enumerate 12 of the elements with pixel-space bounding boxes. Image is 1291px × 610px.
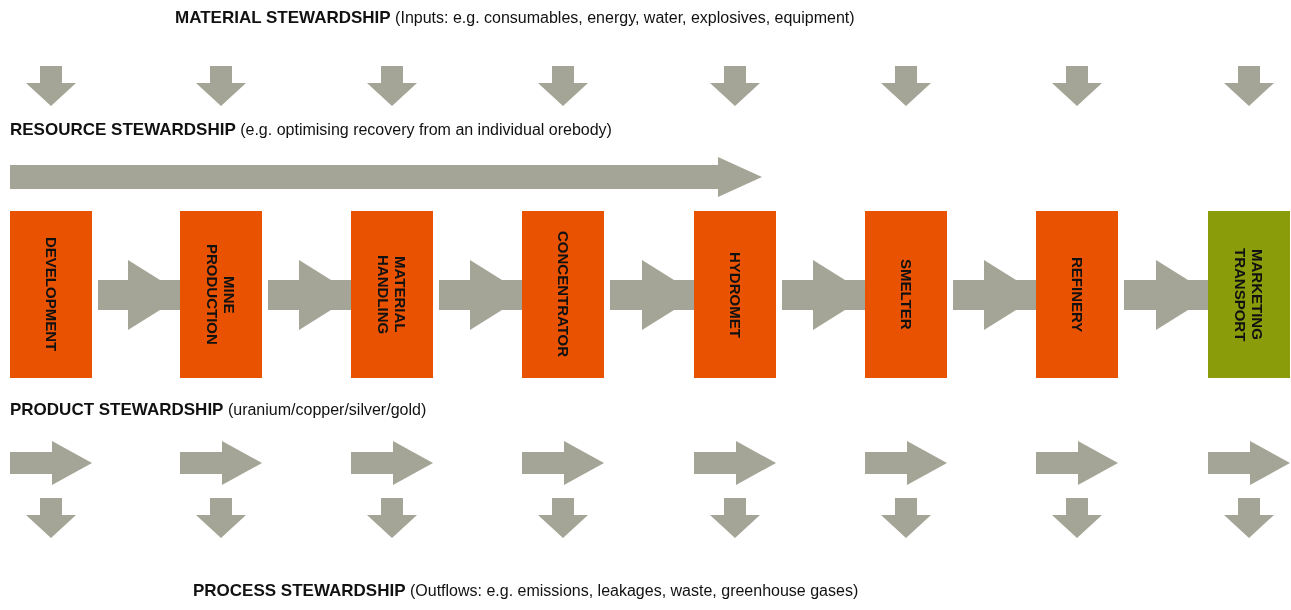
process-box: DEVELOPMENT xyxy=(10,211,92,378)
section-heading: PRODUCT STEWARDSHIP (uranium/copper/silver/gold) xyxy=(10,400,427,420)
section-heading: RESOURCE STEWARDSHIP (e.g. optimising recovery from an individual orebody) xyxy=(10,120,612,140)
section-heading: PROCESS STEWARDSHIP (Outflows: e.g. emissions, leakages, waste, greenhouse gases) xyxy=(193,581,859,601)
process-box: REFINERY xyxy=(1036,211,1118,378)
process-box: SMELTER xyxy=(865,211,947,378)
process-box: CONCENTRATOR xyxy=(522,211,604,378)
process-box: MINE PRODUCTION xyxy=(180,211,262,378)
section-heading: MATERIAL STEWARDSHIP (Inputs: e.g. consumables, energy, water, explosives, equipment) xyxy=(175,8,855,28)
process-box: HYDROMET xyxy=(694,211,776,378)
process-box: MARKETING TRANSPORT xyxy=(1208,211,1290,378)
process-box: MATERIAL HANDLING xyxy=(351,211,433,378)
